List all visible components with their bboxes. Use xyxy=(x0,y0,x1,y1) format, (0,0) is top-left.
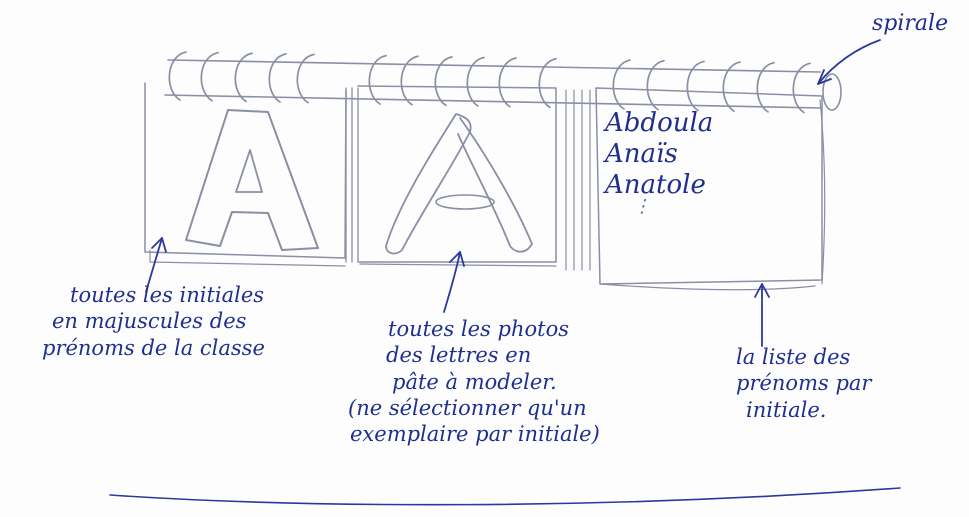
label-spiral: spirale xyxy=(872,10,948,38)
spiral-ring xyxy=(646,59,665,111)
ellipsis-mark: ⋮ xyxy=(633,195,651,217)
spiral-ring xyxy=(434,56,453,107)
spiral-ring xyxy=(722,61,741,113)
spiral-ring xyxy=(400,55,419,106)
spiral-ring xyxy=(168,51,187,101)
page-3 xyxy=(595,87,826,291)
label-line: prénoms par xyxy=(736,371,872,396)
label-initials: toutes les initiales en majuscules des p… xyxy=(42,282,265,361)
spiral-ring xyxy=(234,52,253,103)
name-item: Abdoula xyxy=(605,108,714,138)
spiral-ring xyxy=(268,53,287,103)
spiral-ring xyxy=(686,60,705,112)
spiral-ring xyxy=(466,56,485,107)
spiral-ring xyxy=(200,51,219,102)
spiral-ring xyxy=(756,61,775,113)
label-spiral-text: spirale xyxy=(872,11,949,36)
spiral-ring xyxy=(368,54,387,105)
spiral-ring xyxy=(612,59,631,110)
name-item: Anaïs xyxy=(605,139,678,170)
arrow-left xyxy=(145,237,163,293)
arrow-middle xyxy=(443,251,461,313)
spiral-ring xyxy=(498,57,517,108)
label-photos: toutes les photos des lettres en pâte à … xyxy=(348,316,600,447)
page-2 xyxy=(357,85,557,267)
spiral-binding xyxy=(164,51,842,114)
outlined-letter-a xyxy=(185,109,319,251)
label-line: des lettres en xyxy=(386,343,532,368)
spiral-ring xyxy=(296,53,315,104)
name-item: Anatole xyxy=(605,170,706,201)
label-line: prénoms de la classe xyxy=(42,335,265,360)
label-line: pâte à modeler. xyxy=(392,369,557,394)
spiral-ring xyxy=(792,62,811,114)
page-1 xyxy=(144,82,347,267)
label-line: exemplaire par initiale) xyxy=(350,422,600,446)
names-list: Abdoula Anaïs Anatole ⋮ xyxy=(605,108,714,217)
label-line: toutes les photos xyxy=(388,317,569,341)
arrow-spiral xyxy=(817,39,881,85)
label-list: la liste des prénoms par initiale. xyxy=(736,344,871,423)
label-line: (ne sélectionner qu'un xyxy=(348,395,587,420)
label-line: toutes les initiales xyxy=(70,283,265,307)
label-line: la liste des xyxy=(736,345,851,369)
label-line: en majuscules des xyxy=(52,309,247,334)
label-line: initiale. xyxy=(746,397,827,422)
annotation-arrows xyxy=(145,39,881,347)
bottom-bracket xyxy=(109,487,901,506)
spiral-ring xyxy=(538,57,557,109)
